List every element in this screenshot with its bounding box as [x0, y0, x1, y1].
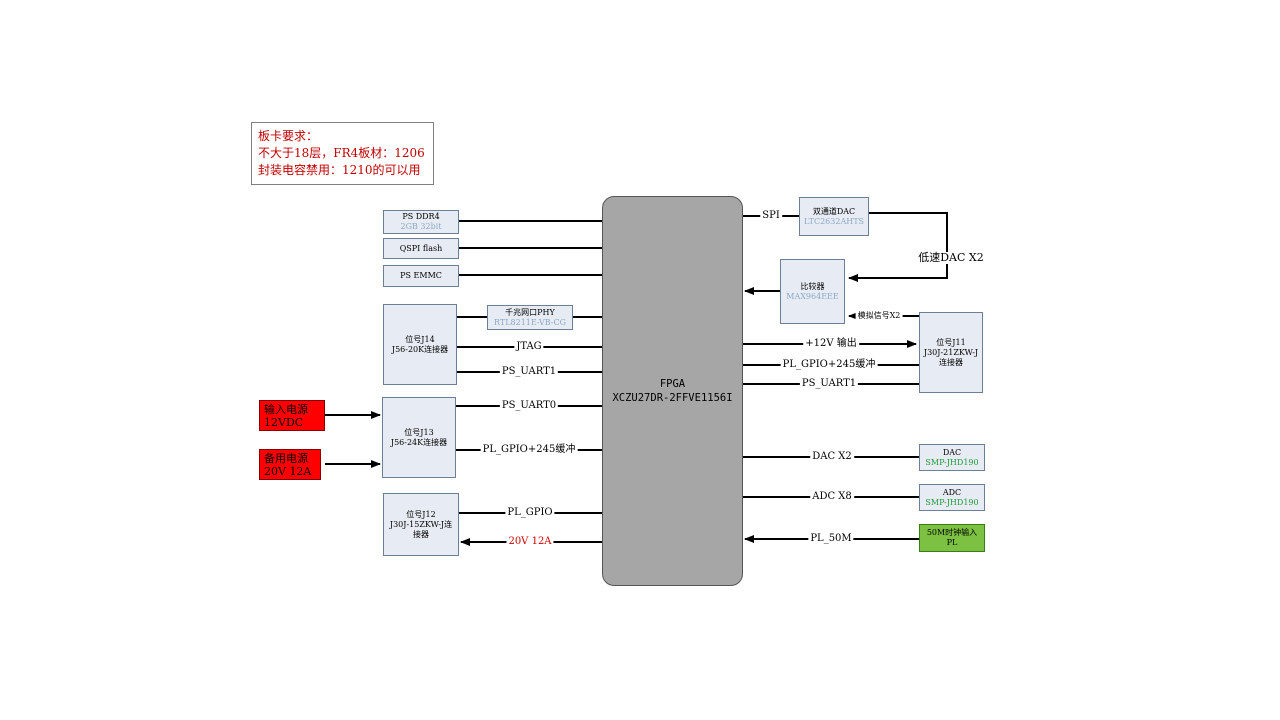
comparator-subtitle: MAX964EEE: [786, 291, 839, 301]
label-ps-uart1-left: PS_UART1: [499, 366, 559, 378]
j11-line-3: 连接器: [939, 357, 963, 367]
j12-line-3: 接器: [413, 529, 429, 539]
label-pl-gpio-left: PL_GPIO+245缓冲: [480, 444, 578, 456]
input-power-line-1: 输入电源: [264, 402, 308, 416]
j12-line-1: 位号J12: [406, 509, 436, 519]
backup-power-line-1: 备用电源: [264, 451, 308, 465]
label-12v-output: +12V 输出: [803, 338, 859, 350]
label-pl-gpio-right: PL_GPIO+245缓冲: [780, 359, 878, 371]
note-line-1: 板卡要求：: [258, 129, 319, 143]
backup-power-line-2: 20V 12A: [264, 464, 312, 478]
wire-dac-to-comparator: [848, 212, 948, 282]
adc-smp-block: ADC SMP-JHD190: [919, 484, 985, 511]
clock-50m-line-2: PL: [946, 538, 958, 547]
fpga-block: FPGA XCZU27DR-2FFVE1156I: [602, 196, 743, 586]
fpga-part-number: XCZU27DR-2FFVE1156I: [612, 392, 733, 404]
dual-dac-block: 双通道DAC LTC2632AHTS: [799, 197, 869, 236]
ps-ddr4-title: PS DDR4: [402, 212, 440, 221]
label-jtag: JTAG: [514, 341, 544, 353]
ps-emmc-block: PS EMMC: [383, 265, 459, 287]
j13-line-2: J56-24K连接器: [390, 437, 448, 447]
clock-50m-block: 50M时钟输入 PL: [919, 524, 985, 552]
ethernet-phy-block: 千兆网口PHY RTL8211E-VB-CG: [487, 305, 573, 330]
dac-smp-title: DAC: [942, 447, 962, 457]
adc-smp-title: ADC: [942, 487, 962, 497]
label-adc-x8: ADC X8: [810, 491, 854, 503]
fpga-title: FPGA: [659, 378, 686, 390]
adc-smp-subtitle: SMP-JHD190: [925, 497, 979, 507]
label-spi: SPI: [760, 210, 782, 222]
j14-connector-block: 位号J14 J56-20K连接器: [383, 304, 457, 385]
label-low-speed-dac: 低速DAC X2: [916, 251, 986, 264]
input-power-block: 输入电源 12VDC: [259, 400, 325, 431]
ethernet-phy-title: 千兆网口PHY: [505, 307, 555, 317]
clock-50m-line-1: 50M时钟输入: [926, 528, 978, 537]
label-20v-12a: 20V 12A: [506, 536, 554, 548]
j12-line-2: J30J-15ZKW-J连: [389, 519, 453, 529]
ps-ddr4-block: PS DDR4 2GB 32bit: [383, 210, 459, 234]
label-analog-signal-x2: 模拟信号X2: [855, 310, 903, 322]
qspi-flash-title: QSPI flash: [399, 243, 443, 253]
j11-connector-block: 位号J11 J30J-21ZKW-J 连接器: [919, 312, 983, 393]
label-pl-gpio: PL_GPIO: [505, 507, 555, 519]
label-dac-x2: DAC X2: [810, 451, 854, 463]
comparator-title: 比较器: [800, 281, 825, 291]
qspi-flash-block: QSPI flash: [383, 238, 459, 259]
j14-line-2: J56-20K连接器: [391, 344, 449, 354]
backup-power-block: 备用电源 20V 12A: [259, 449, 321, 480]
note-line-3: 封装电容禁用：1210的可以用: [258, 163, 421, 177]
dual-dac-title: 双通道DAC: [812, 206, 856, 216]
comparator-block: 比较器 MAX964EEE: [780, 259, 845, 324]
ps-ddr4-subtitle: 2GB 32bit: [400, 222, 442, 231]
label-ps-uart1-right: PS_UART1: [799, 378, 859, 390]
label-ps-uart0: PS_UART0: [499, 400, 559, 412]
ps-emmc-title: PS EMMC: [400, 271, 442, 280]
j14-line-1: 位号J14: [405, 334, 435, 344]
input-power-line-2: 12VDC: [264, 415, 304, 429]
ethernet-phy-subtitle: RTL8211E-VB-CG: [493, 317, 567, 327]
dac-smp-block: DAC SMP-JHD190: [919, 444, 985, 471]
j11-line-2: J30J-21ZKW-J: [923, 347, 979, 357]
j13-connector-block: 位号J13 J56-24K连接器: [382, 397, 456, 478]
board-requirements-note: 板卡要求： 不大于18层，FR4板材：1206 封装电容禁用：1210的可以用: [251, 122, 434, 185]
dual-dac-subtitle: LTC2632AHTS: [803, 216, 865, 226]
j13-line-1: 位号J13: [404, 427, 434, 437]
dac-smp-subtitle: SMP-JHD190: [925, 457, 979, 467]
note-line-2: 不大于18层，FR4板材：1206: [258, 146, 425, 160]
j12-connector-block: 位号J12 J30J-15ZKW-J连 接器: [383, 493, 459, 556]
label-pl-50m: PL_50M: [808, 533, 854, 545]
j11-line-1: 位号J11: [936, 337, 966, 347]
